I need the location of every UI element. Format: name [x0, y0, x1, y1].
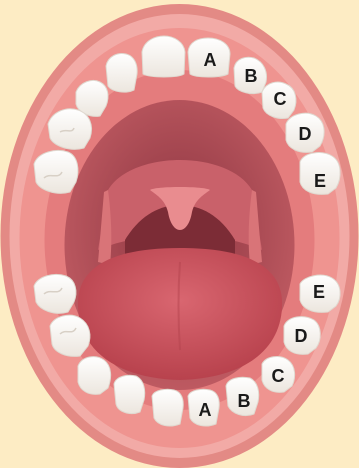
- upper-tooth-d: D: [286, 113, 324, 152]
- lower-left-canine: [78, 357, 111, 395]
- upper-left-central-incisor: [142, 36, 185, 77]
- lower-tooth-e: E: [300, 275, 340, 312]
- upper-tooth-b: B: [234, 57, 267, 93]
- upper-left-first-molar: [48, 109, 92, 150]
- upper-tooth-c: C: [262, 82, 296, 118]
- lower-tooth-c-label: C: [272, 366, 285, 386]
- lower-tooth-d-label: D: [295, 326, 308, 346]
- lower-left-second-molar: [34, 274, 76, 313]
- lower-left-lateral-incisor: [114, 375, 145, 413]
- lower-tooth-c: C: [262, 357, 295, 393]
- lower-tooth-a-label: A: [199, 400, 212, 420]
- lower-left-first-molar: [50, 315, 90, 356]
- lower-left-central-incisor: [152, 389, 183, 426]
- lower-tooth-b-label: B: [238, 391, 251, 411]
- lower-tooth-e-label: E: [313, 282, 325, 302]
- upper-left-lateral-incisor: [106, 54, 137, 93]
- lower-tooth-a: A: [188, 389, 219, 426]
- upper-tooth-b-label: B: [245, 66, 258, 86]
- upper-tooth-a: A: [188, 38, 230, 77]
- upper-tooth-d-label: D: [299, 124, 312, 144]
- upper-tooth-a-label: A: [204, 50, 217, 70]
- lower-tooth-b: B: [226, 377, 259, 415]
- upper-tooth-e-label: E: [314, 171, 326, 191]
- upper-left-second-molar: [34, 151, 78, 194]
- upper-tooth-e: E: [300, 153, 340, 195]
- lower-tooth-d: D: [284, 317, 320, 355]
- upper-tooth-c-label: C: [274, 89, 287, 109]
